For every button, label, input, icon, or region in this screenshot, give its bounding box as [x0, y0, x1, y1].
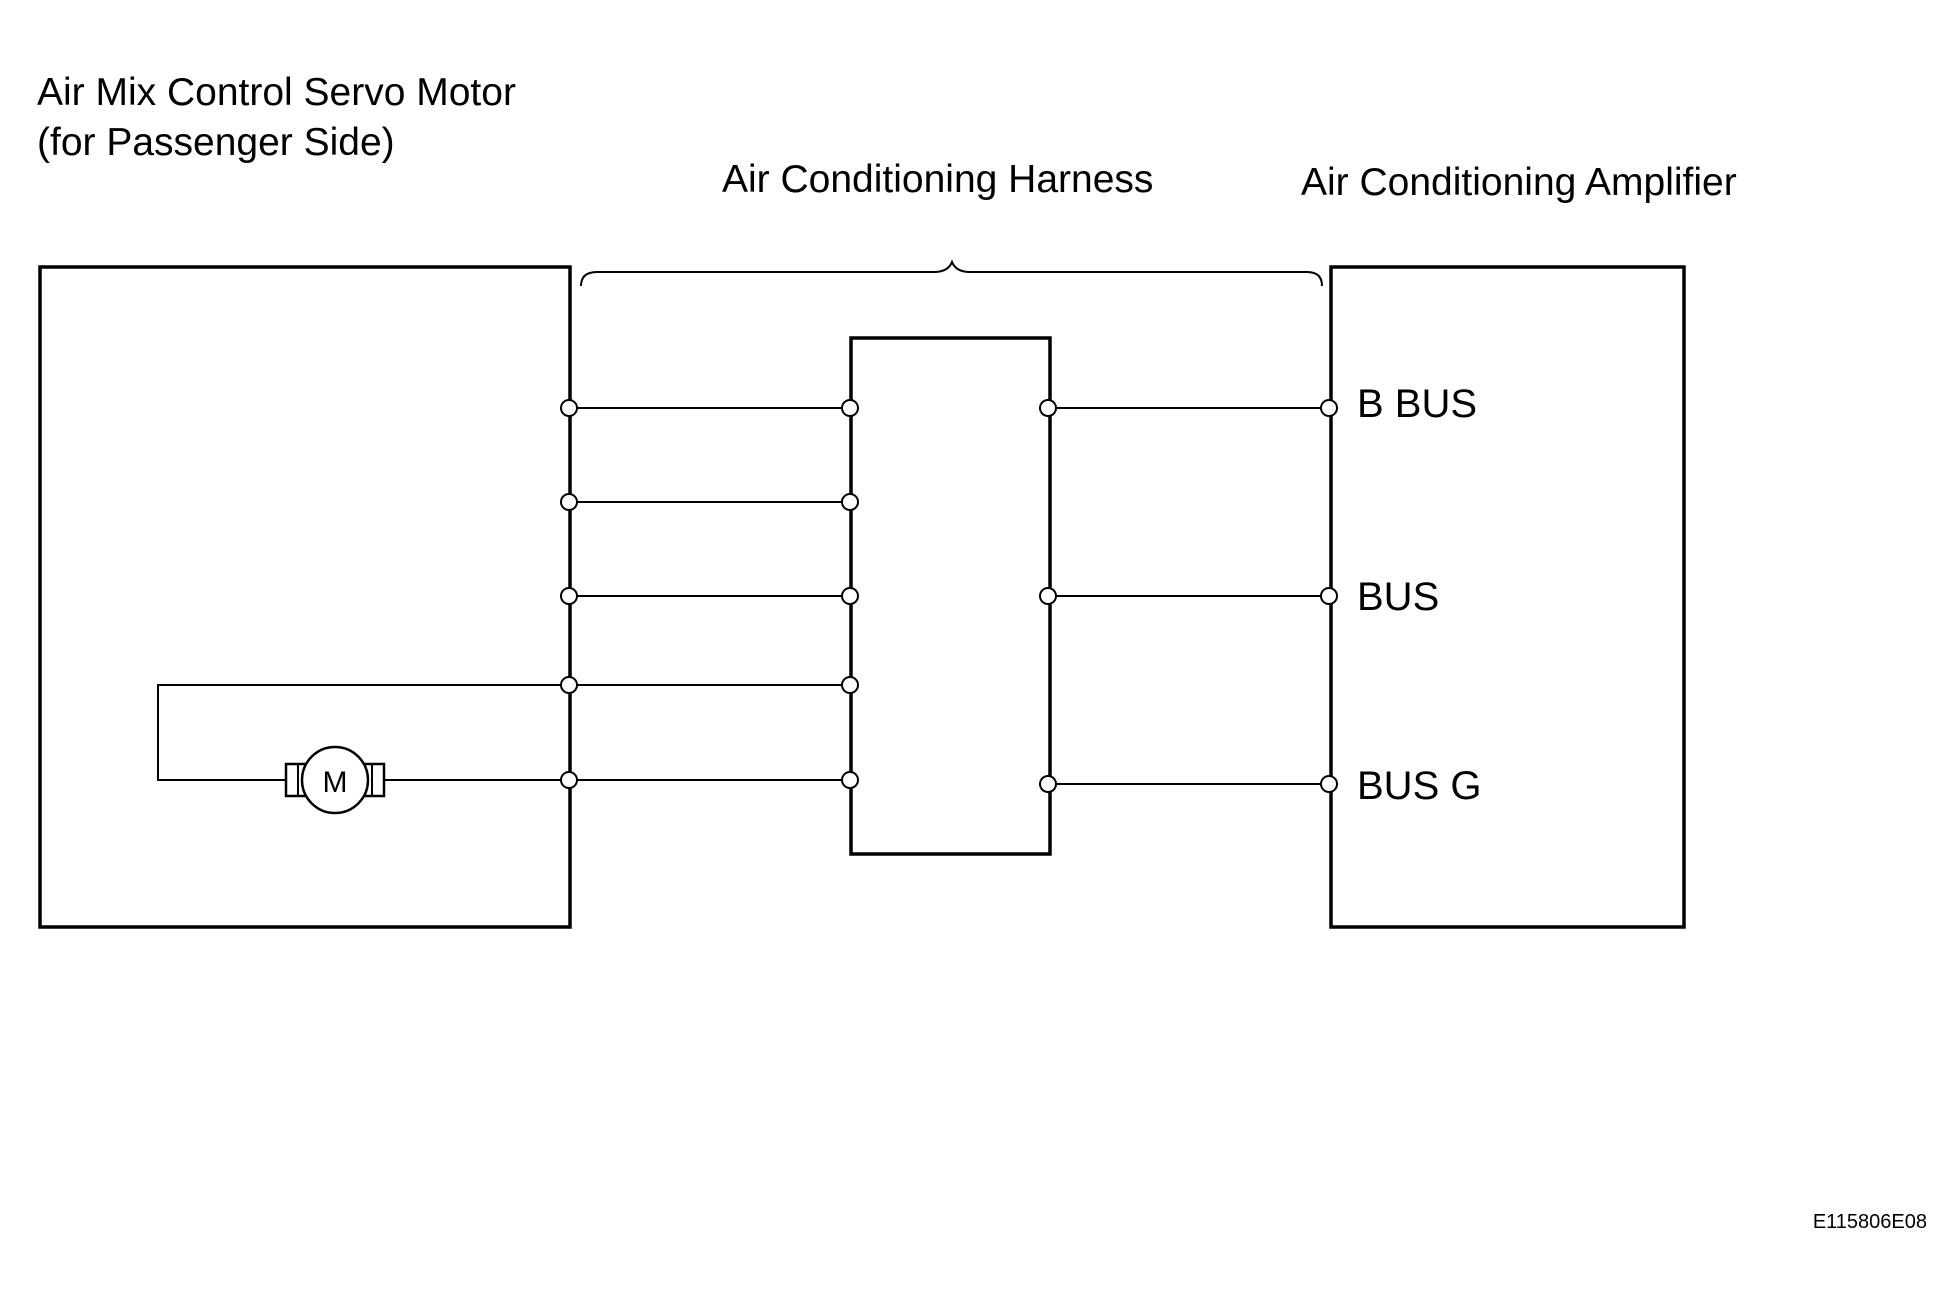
- harness-terminal: [1039, 399, 1057, 417]
- harness-connector-box: [849, 336, 1052, 856]
- servo-terminal: [560, 587, 578, 605]
- harness-terminal: [841, 493, 859, 511]
- harness-terminal: [841, 676, 859, 694]
- harness-terminal: [1039, 775, 1057, 793]
- harness-terminal: [1039, 587, 1057, 605]
- harness-terminal: [841, 771, 859, 789]
- figure-code: E115806E08: [1813, 1211, 1927, 1233]
- harness-brace: [580, 259, 1323, 287]
- amplifier-terminal: [1320, 775, 1338, 793]
- harness-terminal: [841, 399, 859, 417]
- motor-loop-wire: [157, 684, 570, 781]
- amplifier-terminal: [1320, 587, 1338, 605]
- pin-label-bus: BUS: [1357, 575, 1439, 619]
- pin-label-b-bus: B BUS: [1357, 382, 1477, 426]
- motor-icon: M: [284, 745, 386, 815]
- servo-terminal: [560, 493, 578, 511]
- amplifier-terminal: [1320, 399, 1338, 417]
- servo-terminal: [560, 771, 578, 789]
- harness-terminal: [841, 587, 859, 605]
- servo-terminal: [560, 399, 578, 417]
- servo-motor-title: Air Mix Control Servo Motor: [37, 71, 516, 114]
- amplifier-title: Air Conditioning Amplifier: [1301, 161, 1737, 204]
- pin-label-bus-g: BUS G: [1357, 764, 1481, 808]
- motor-label: M: [323, 766, 348, 799]
- servo-motor-box: [38, 265, 572, 929]
- servo-motor-subtitle: (for Passenger Side): [37, 121, 395, 164]
- servo-terminal: [560, 676, 578, 694]
- harness-title: Air Conditioning Harness: [722, 158, 1153, 201]
